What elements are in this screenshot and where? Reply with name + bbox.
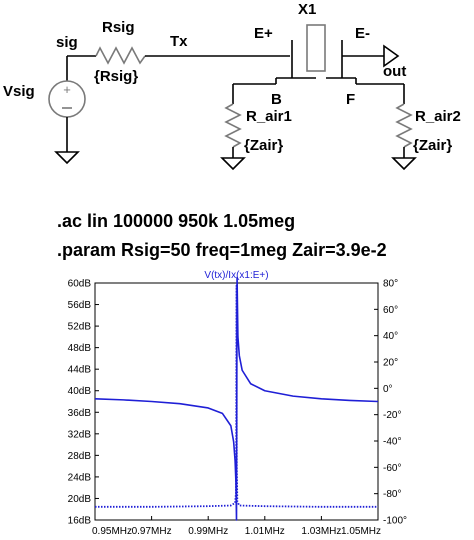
- resistor-rsig-value: {Rsig}: [94, 68, 138, 85]
- component-x1-label: X1: [298, 1, 316, 18]
- left-axis-tick-label: 44dB: [68, 365, 92, 376]
- left-axis-tick-label: 48dB: [68, 343, 92, 354]
- source-name-label: Vsig: [3, 83, 35, 100]
- resistor-r-air1-name: R_air1: [246, 108, 292, 125]
- resistor-r-air2-name: R_air2: [415, 108, 461, 125]
- bode-plot: V(tx)/Ix(x1:E+) 16dB 20dB 24dB 28dB 32dB 36dB 4…: [68, 270, 407, 537]
- x-axis-tick-label: 1.03MHz: [301, 526, 341, 537]
- spice-directive-param[interactable]: .param Rsig=50 freq=1meg Zair=3.9e-2: [57, 240, 387, 260]
- ground-symbol-r-air1: [220, 157, 246, 171]
- x-axis-tick-label: 0.99MHz: [188, 526, 228, 537]
- plot-title: V(tx)/Ix(x1:E+): [204, 270, 268, 281]
- resistor-r-air1-value: {Zair}: [244, 137, 283, 154]
- net-label-out: out: [383, 63, 406, 80]
- right-axis-tick-label: -60°: [383, 463, 401, 474]
- resistor-r-air2-value: {Zair}: [413, 137, 452, 154]
- left-axis-tick-label: 56dB: [68, 300, 92, 311]
- spice-directive-ac[interactable]: .ac lin 100000 950k 1.05meg: [57, 211, 296, 231]
- left-axis-tick-label: 60dB: [68, 279, 92, 290]
- ground-symbol-r-air2: [391, 157, 417, 171]
- x-axis-tick-label: 0.95MHz: [92, 526, 132, 537]
- phase-series-line: [95, 284, 378, 508]
- left-axis-tick-label: 24dB: [68, 472, 92, 483]
- right-axis-tick-label: 20°: [383, 358, 398, 369]
- resistor-r-air1-symbol[interactable]: [224, 103, 242, 148]
- right-axis-tick-label: 40°: [383, 331, 398, 342]
- right-axis-tick-label: 60°: [383, 305, 398, 316]
- pin-label-b: B: [271, 91, 282, 108]
- magnitude-series-line: [94, 276, 379, 521]
- resistor-rsig-name: Rsig: [102, 19, 135, 36]
- source-plus-sign: +: [63, 82, 71, 97]
- x1-body[interactable]: [306, 24, 326, 72]
- right-axis-tick-label: 0°: [383, 384, 393, 395]
- left-axis-tick-label: 52dB: [68, 322, 92, 333]
- right-axis-tick-label: -80°: [383, 489, 401, 500]
- pin-label-f: F: [346, 91, 355, 108]
- left-axis-tick-label: 32dB: [68, 429, 92, 440]
- ground-symbol-source: [54, 151, 80, 165]
- left-axis-tick-label: 40dB: [68, 386, 92, 397]
- left-axis-tick-label: 16dB: [68, 516, 92, 527]
- net-label-e-plus: E+: [254, 25, 273, 42]
- net-label-e-minus: E-: [355, 25, 370, 42]
- right-axis-tick-label: -20°: [383, 410, 401, 421]
- net-label-sig: sig: [56, 34, 78, 51]
- left-axis-tick-label: 20dB: [68, 494, 92, 505]
- port-arrow-e-minus: [383, 44, 400, 68]
- resistor-rsig-symbol[interactable]: [95, 46, 146, 65]
- x-axis-tick-label: 0.97MHz: [132, 526, 172, 537]
- circuit-schematic: + Vsig sig Rsig {Rsig} Tx E+ X1 E- B R_a…: [3, 1, 461, 171]
- net-label-tx: Tx: [170, 33, 188, 50]
- x-axis-tick-label: 1.05MHz: [341, 526, 381, 537]
- right-axis-tick-label: -100°: [383, 516, 407, 527]
- left-axis-tick-label: 28dB: [68, 451, 92, 462]
- left-axis-tick-label: 36dB: [68, 408, 92, 419]
- resistor-r-air2-symbol[interactable]: [395, 103, 413, 148]
- right-axis-tick-label: 80°: [383, 279, 398, 290]
- right-axis-tick-label: -40°: [383, 437, 401, 448]
- x-axis-tick-label: 1.01MHz: [245, 526, 285, 537]
